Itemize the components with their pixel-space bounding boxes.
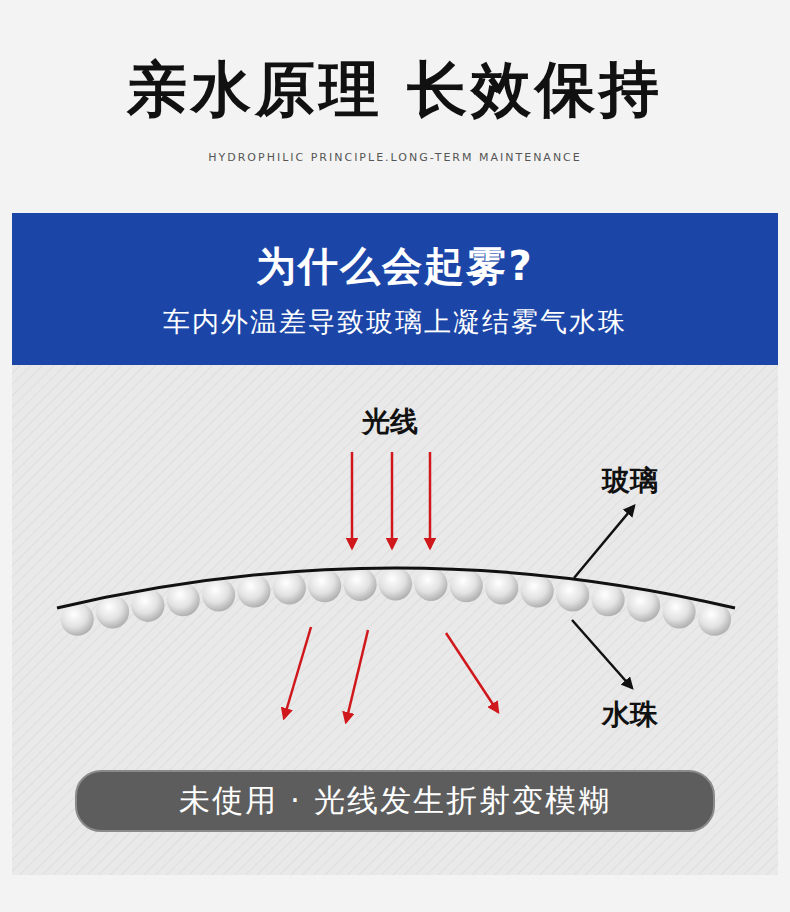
water-bead [450,569,483,602]
water-bead [521,574,554,607]
title: 亲水原理 长效保持 [127,54,664,124]
blue-band: 为什么会起雾? 车内外温差导致玻璃上凝结雾气水珠 [12,213,778,365]
water-bead [61,603,94,636]
caption-pill: 未使用 · 光线发生折射变模糊 [75,770,715,832]
water-bead [167,583,200,616]
water-bead [556,578,589,611]
glass-curve [57,568,735,608]
water-bead [592,583,625,616]
water-bead [485,571,518,604]
water-bead [308,569,341,602]
node-body: 车内外温差导致玻璃上凝结雾气水珠 [163,304,627,340]
light-rays [284,452,498,722]
water-bead [96,595,129,628]
node-heading: 为什么会起雾? [256,239,533,294]
water-bead [698,603,731,636]
water-bead [627,589,660,622]
bead-label: 水珠 [602,696,658,734]
water-bead [273,571,306,604]
glass-label: 玻璃 [602,462,658,500]
water-beads [61,568,731,636]
node-heading: 未使用 · 光线发生折射变模糊 [179,780,611,822]
striped-panel [12,365,778,875]
light-label: 光线 [362,403,418,441]
water-bead [379,568,412,601]
water-bead [344,568,377,601]
title-wrap: 亲水原理 长效保持 [0,50,790,131]
leader-lines [572,506,634,688]
water-bead [202,578,235,611]
water-bead [237,574,270,607]
water-bead [663,595,696,628]
water-bead [414,568,447,601]
water-bead [131,589,164,622]
subtitle: HYDROPHILIC PRINCIPLE.LONG-TERM MAINTENA… [208,151,582,164]
